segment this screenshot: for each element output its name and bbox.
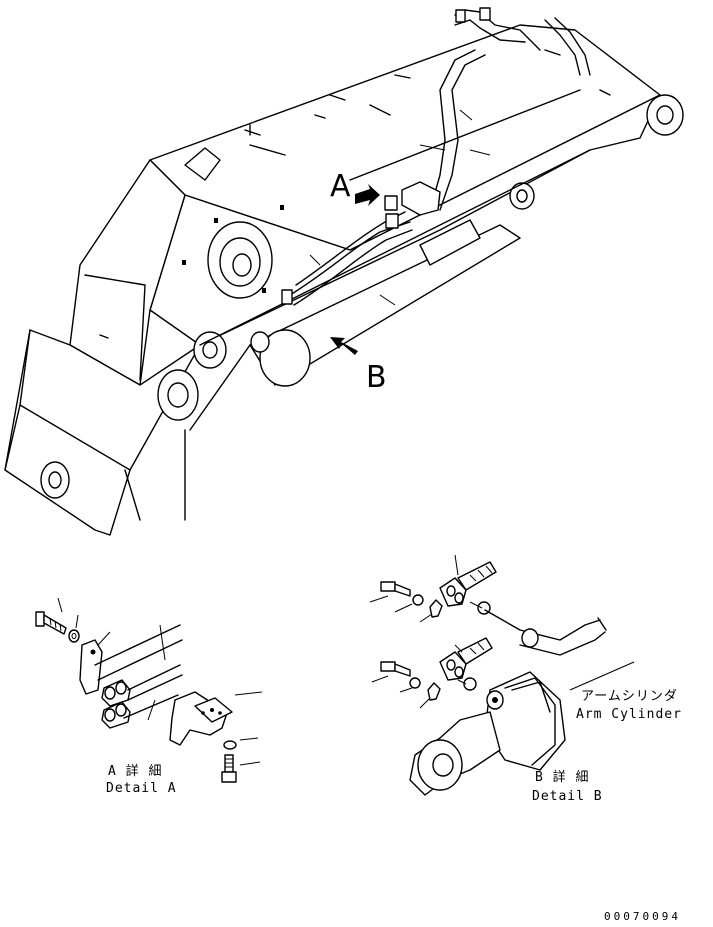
detail-b-title-jp: B 詳 細 [535, 770, 590, 785]
view-b-arrow [330, 337, 358, 355]
drawing-number: 00070094 [604, 910, 681, 923]
clip-icon [429, 599, 443, 618]
washer-icon-lower [409, 677, 421, 689]
view-a-arrow [355, 184, 380, 206]
bolt-icon [35, 611, 67, 635]
boom-side-boss [207, 221, 273, 299]
arm-cylinder-label-en: Arm Cylinder [576, 707, 682, 722]
bolt-icon-lower [380, 661, 411, 677]
detail-b-drawing [369, 554, 635, 796]
arm-cylinder [189, 219, 521, 431]
foot-pin-boss [40, 461, 70, 499]
boom-assembly [4, 24, 684, 536]
washer-icon [412, 594, 424, 606]
detail-a-title-jp: A 詳 細 [108, 764, 163, 779]
detail-b-title-en: Detail B [532, 789, 603, 804]
boom-top-boss [646, 94, 684, 136]
boom-hoses [281, 7, 591, 306]
washer-icon-lower [223, 740, 237, 750]
clamp-plate [79, 639, 103, 695]
detail-a-drawing [35, 597, 263, 783]
bolt-icon [380, 581, 411, 597]
arm-cylinder-leader [569, 661, 635, 691]
washer-icon [68, 629, 80, 643]
clip-icon-lower [427, 682, 441, 701]
bolt-icon-lower [221, 754, 237, 783]
detail-a-title-en: Detail A [106, 781, 177, 796]
arm-cylinder-label-jp: アームシリンダ [581, 689, 678, 704]
view-a-label: A [330, 169, 351, 204]
view-b-label: B [366, 360, 387, 395]
